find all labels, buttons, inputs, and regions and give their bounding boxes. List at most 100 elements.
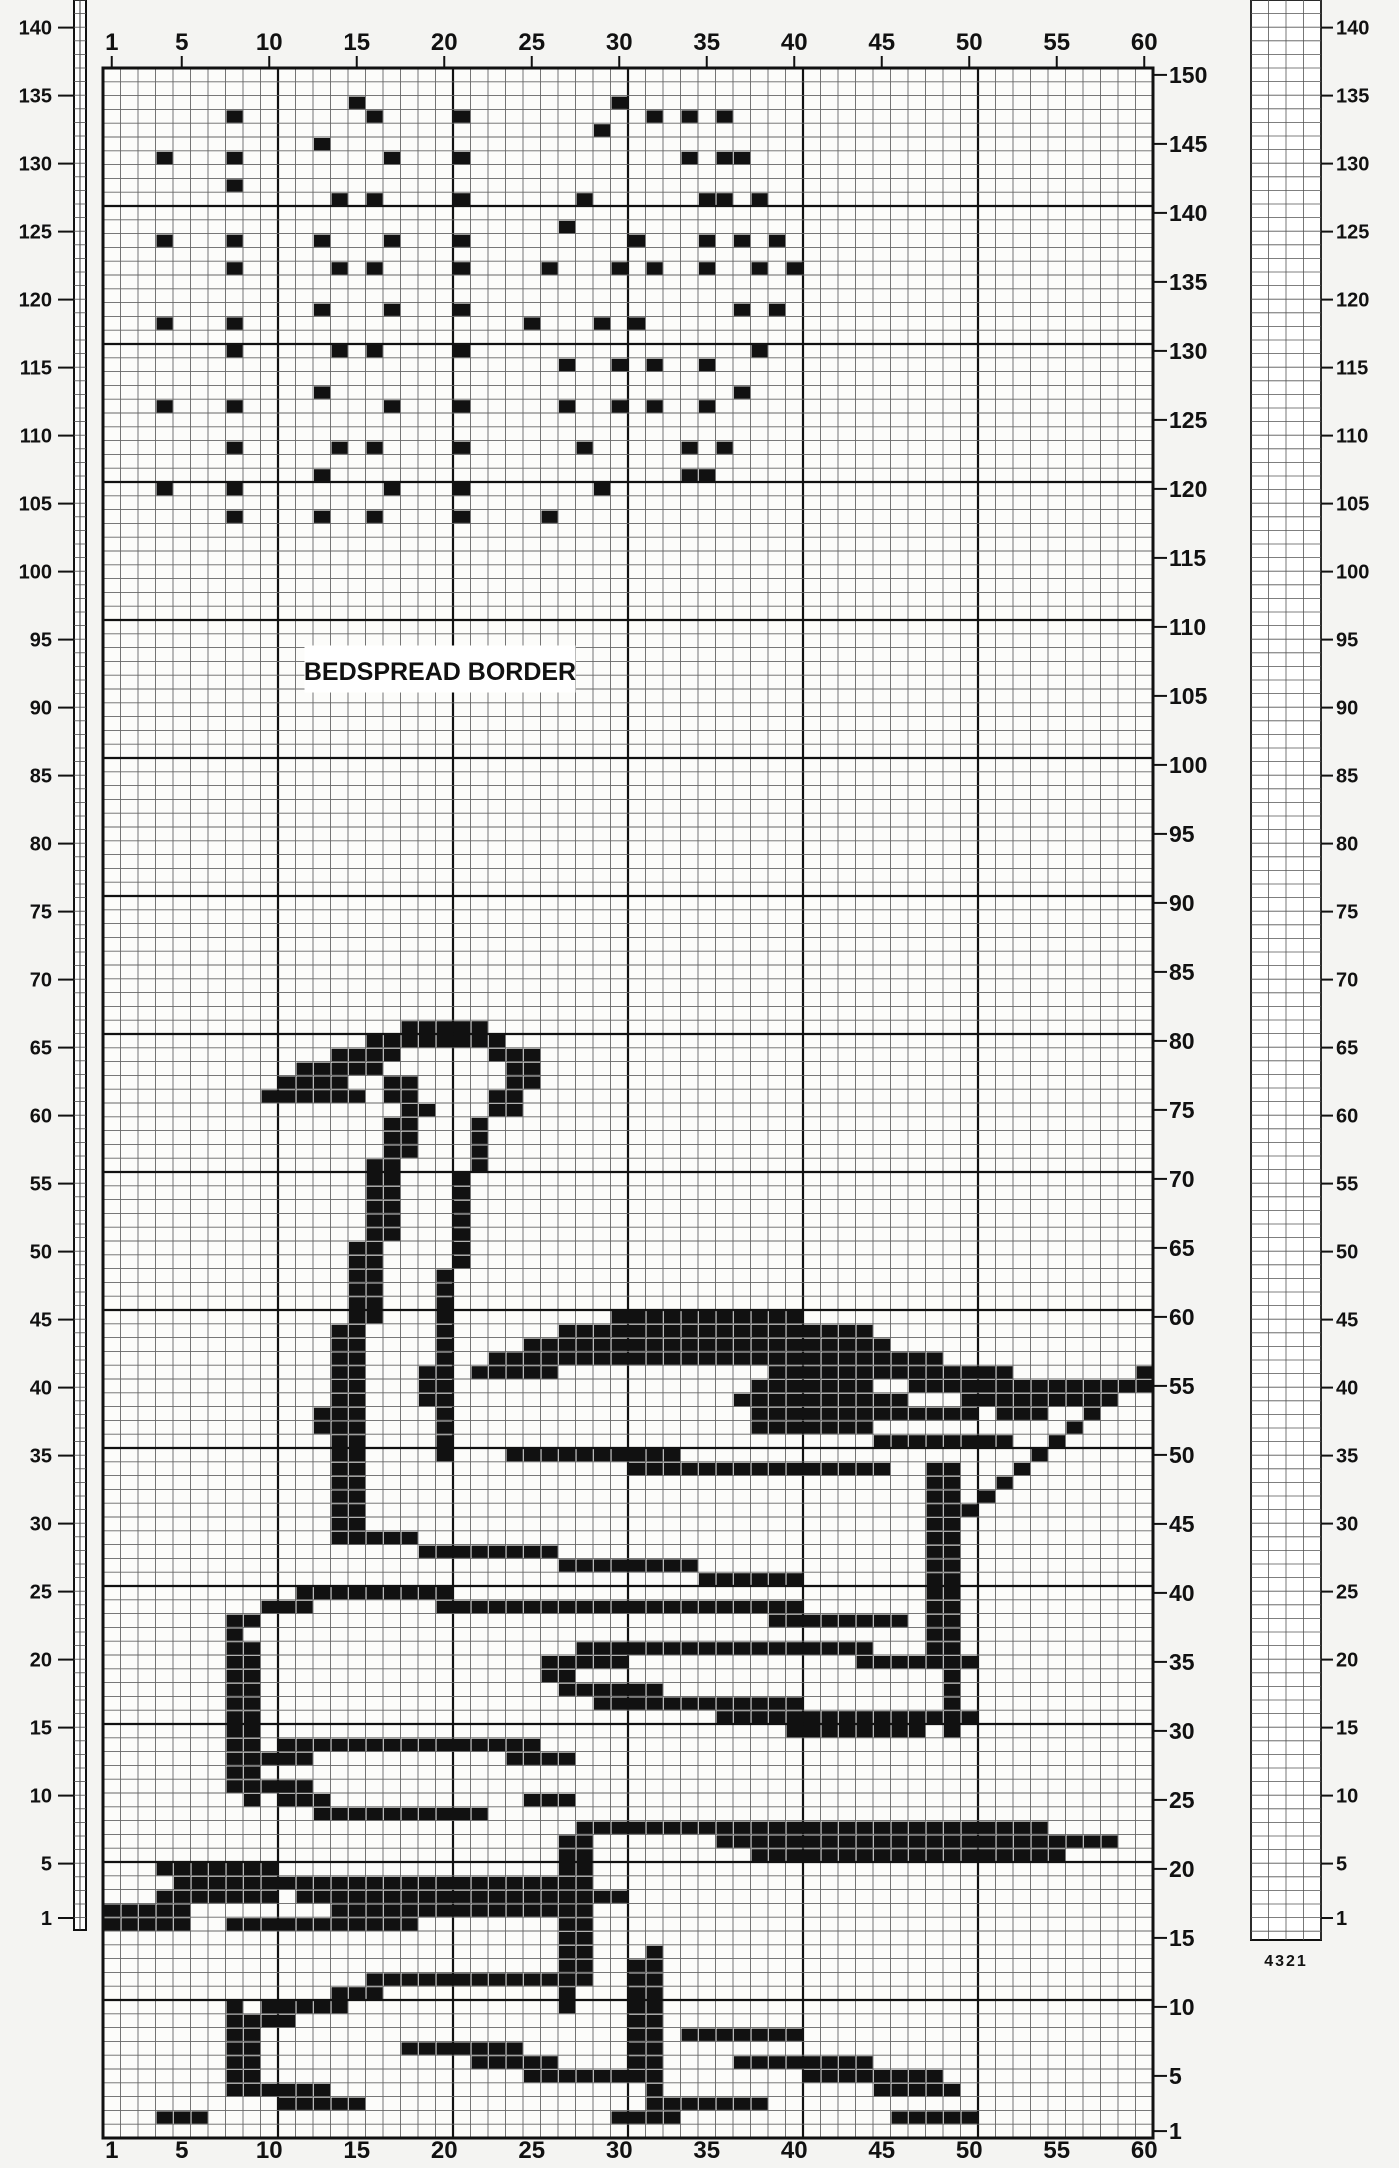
filled-cell [559, 1877, 575, 1889]
filled-cell [629, 317, 645, 329]
filled-cell [577, 1835, 593, 1847]
filled-cell [489, 2056, 505, 2068]
filled-cell [227, 1918, 243, 1930]
filled-cell [647, 2001, 663, 2013]
filled-cell [437, 1394, 453, 1406]
filled-cell [997, 1380, 1013, 1392]
filled-cell [997, 1849, 1013, 1861]
filled-cell [227, 1753, 243, 1765]
filled-cell [734, 2056, 750, 2068]
filled-cell [332, 1421, 348, 1433]
filled-cell [629, 1822, 645, 1834]
filled-cell [577, 1656, 593, 1668]
filled-cell [734, 1352, 750, 1364]
filled-cell [507, 1904, 523, 1916]
filled-cell [944, 1628, 960, 1640]
filled-cell [402, 1021, 418, 1033]
filled-cell [717, 1697, 733, 1709]
filled-cell [997, 1822, 1013, 1834]
filled-cell [699, 1352, 715, 1364]
filled-cell [577, 1960, 593, 1972]
filled-cell [437, 1408, 453, 1420]
filled-cell [402, 2042, 418, 2054]
filled-cell [909, 1711, 925, 1723]
chart-gridlines [103, 68, 1153, 2138]
filled-cell [997, 1394, 1013, 1406]
filled-cell [594, 1339, 610, 1351]
filled-cell [629, 2001, 645, 2013]
filled-cell [647, 1697, 663, 1709]
right-strip-tick-label: 80 [1336, 834, 1358, 856]
filled-cell [349, 1339, 365, 1351]
filled-cell [944, 1587, 960, 1599]
filled-cell [752, 2098, 768, 2110]
filled-cell [174, 1877, 190, 1889]
left-strip-tick-label: 30 [30, 1514, 52, 1536]
filled-cell [594, 124, 610, 136]
filled-cell [612, 2111, 628, 2123]
filled-cell [909, 1849, 925, 1861]
filled-cell [279, 2001, 295, 2013]
filled-cell [437, 1973, 453, 1985]
filled-cell [629, 1352, 645, 1364]
filled-cell [839, 1394, 855, 1406]
filled-cell [769, 1463, 785, 1475]
filled-cell [734, 1394, 750, 1406]
filled-cell [419, 1366, 435, 1378]
filled-cell [962, 1366, 978, 1378]
filled-cell [524, 1352, 540, 1364]
filled-cell [752, 1849, 768, 1861]
filled-cell [909, 1822, 925, 1834]
filled-cell [804, 1352, 820, 1364]
filled-cell [419, 1380, 435, 1392]
filled-cell [489, 1352, 505, 1364]
right-row-tick-label: 50 [1169, 1442, 1195, 1468]
filled-cell [874, 1725, 890, 1737]
filled-cell [577, 1946, 593, 1958]
filled-cell [279, 1739, 295, 1751]
filled-cell [629, 2070, 645, 2082]
filled-cell [734, 1822, 750, 1834]
filled-cell [1137, 1366, 1153, 1378]
right-strip-tick-label: 115 [1336, 358, 1368, 380]
filled-cell [647, 400, 663, 412]
filled-cell [524, 1739, 540, 1751]
filled-cell [682, 442, 698, 454]
filled-cell [752, 1352, 768, 1364]
filled-cell [489, 1877, 505, 1889]
filled-cell [717, 1352, 733, 1364]
filled-cell [489, 1546, 505, 1558]
filled-cell [1102, 1835, 1118, 1847]
filled-cell [384, 1076, 400, 1088]
filled-cell [349, 1587, 365, 1599]
right-edging-chart: 1401351301251201151101051009590858075706… [1251, 0, 1369, 1970]
filled-cell [559, 1973, 575, 1985]
filled-cell [682, 1822, 698, 1834]
filled-cell [332, 1325, 348, 1337]
filled-cell [384, 1049, 400, 1061]
filled-cell [402, 1090, 418, 1102]
filled-cell [489, 1090, 505, 1102]
filled-cell [787, 1697, 803, 1709]
filled-cell [664, 1325, 680, 1337]
filled-cell [944, 1366, 960, 1378]
filled-cell [997, 1366, 1013, 1378]
filled-cell [577, 2070, 593, 2082]
filled-cell [944, 1518, 960, 1530]
filled-cell [927, 1849, 943, 1861]
filled-cell [577, 1918, 593, 1930]
filled-cell [559, 1339, 575, 1351]
filled-cell [699, 400, 715, 412]
filled-cell [349, 1463, 365, 1475]
filled-cell [157, 1904, 173, 1916]
filled-cell [892, 1408, 908, 1420]
filled-cell [524, 317, 540, 329]
filled-cell [682, 1352, 698, 1364]
filled-cell [349, 97, 365, 109]
filled-cell [157, 400, 173, 412]
right-row-tick-label: 35 [1169, 1649, 1195, 1675]
filled-cell [769, 1697, 785, 1709]
filled-cell [297, 1918, 313, 1930]
filled-cell [962, 1408, 978, 1420]
